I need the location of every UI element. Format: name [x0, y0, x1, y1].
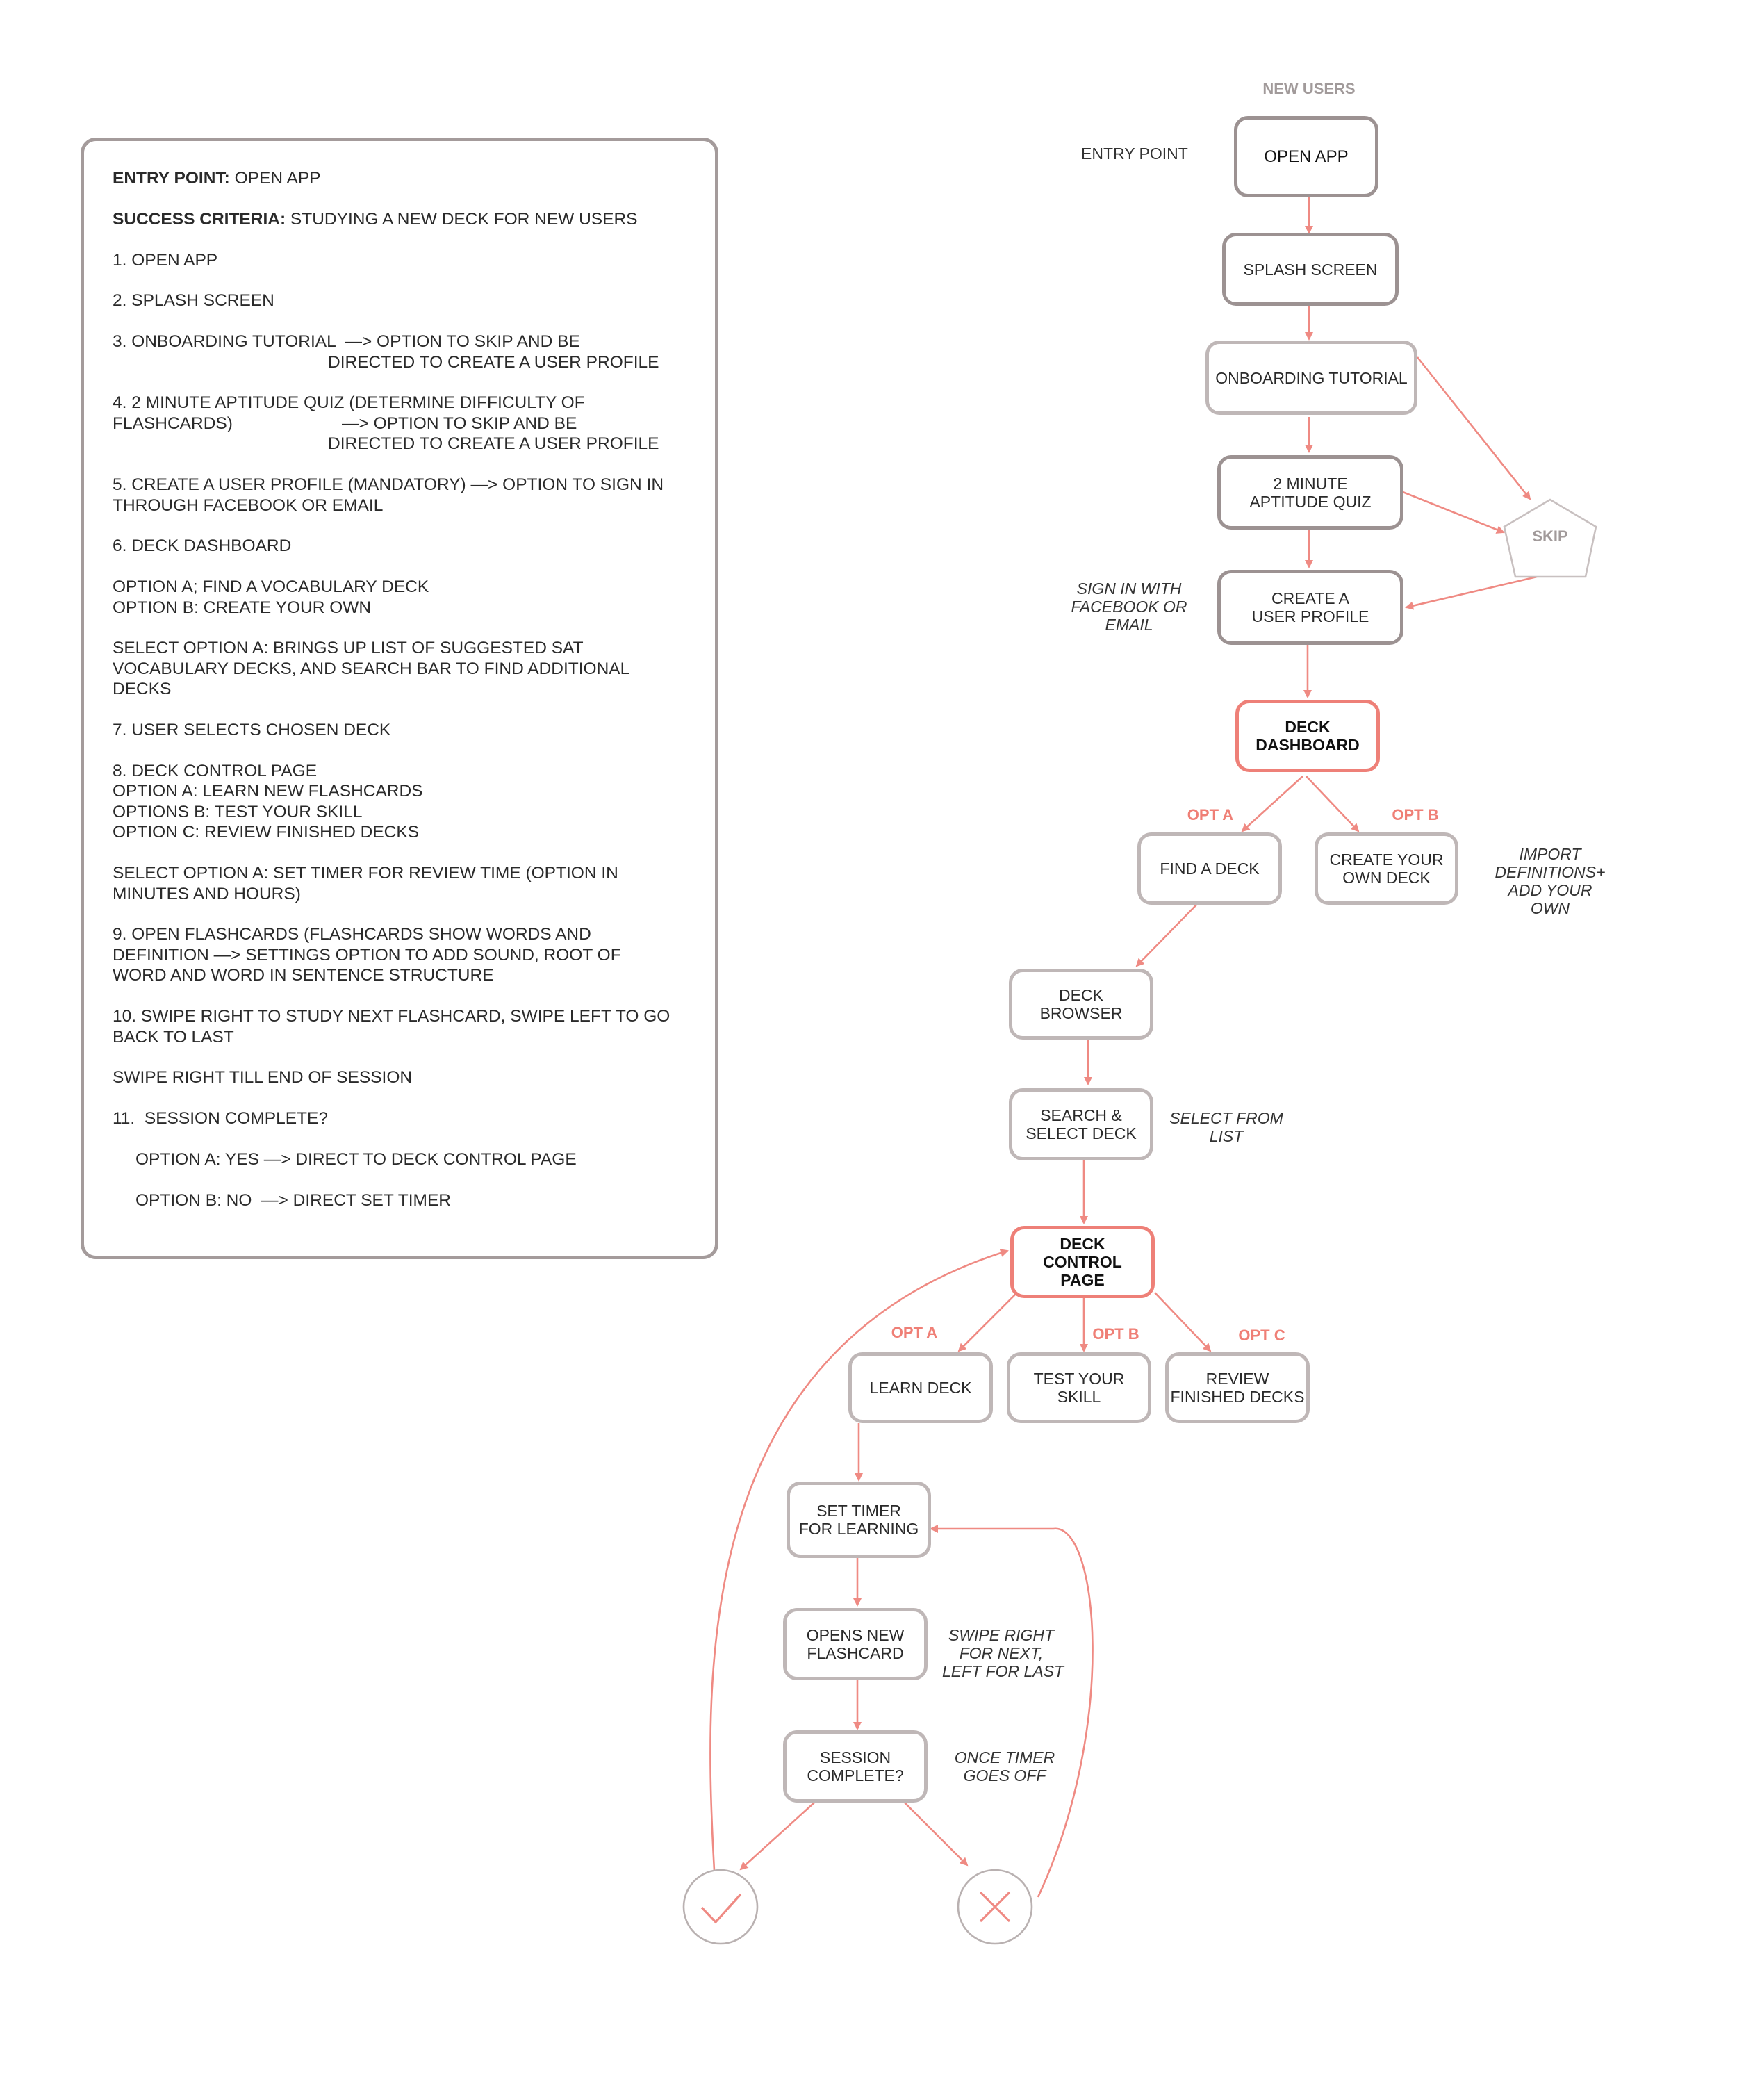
open-app-node: OPEN APP — [1234, 116, 1378, 197]
skip-pentagon — [1503, 498, 1597, 578]
step-9-line2: DEFINITION —> SETTINGS OPTION TO ADD SOU… — [113, 946, 621, 965]
step-3: 3. ONBOARDING TUTORIAL —> OPTION TO SKIP… — [113, 332, 580, 351]
yes-circle — [682, 1869, 759, 1945]
arrow-session-to-yes — [739, 1802, 815, 1871]
step-8: 8. DECK CONTROL PAGE — [113, 762, 318, 780]
arrow-dashboard-to-find — [1241, 776, 1303, 832]
entry-point-line: ENTRY POINT: OPEN APP — [113, 168, 321, 189]
aptitude-quiz-node: 2 MINUTE APTITUDE QUIZ — [1217, 455, 1403, 530]
step-9-line3: WORD AND WORD IN SENTENCE STRUCTURE — [113, 966, 494, 985]
create-deck-node: CREATE YOUR OWN DECK — [1315, 832, 1458, 905]
step-1: 1. OPEN APP — [113, 251, 218, 270]
option-b-line: OPTION B: CREATE YOUR OWN — [113, 598, 372, 617]
success-criteria-line: SUCCESS CRITERIA: STUDYING A NEW DECK FO… — [113, 209, 638, 230]
step-11-option-a: OPTION A: YES —> DIRECT TO DECK CONTROL … — [135, 1150, 577, 1169]
deck-dashboard-node: DECK DASHBOARD — [1235, 700, 1380, 772]
arrow-control-to-review — [1154, 1292, 1212, 1352]
session-complete-node: SESSION COMPLETE? — [783, 1730, 928, 1803]
find-deck-node: FIND A DECK — [1137, 832, 1282, 905]
step-4-cont: DIRECTED TO CREATE A USER PROFILE — [328, 434, 659, 453]
select-a-line2: VOCABULARY DECKS, AND SEARCH BAR TO FIND… — [113, 659, 630, 678]
search-select-node: SEARCH & SELECT DECK — [1009, 1088, 1153, 1160]
arrow-skip-to-profile — [1405, 575, 1538, 610]
step-3-cont: DIRECTED TO CREATE A USER PROFILE — [328, 353, 659, 372]
opt-b-dashboard-label: OPT B — [1392, 806, 1439, 823]
x-mark-icon — [979, 1891, 1011, 1923]
signin-note: SIGN IN WITH FACEBOOK OR EMAIL — [1071, 580, 1187, 634]
success-value: STUDYING A NEW DECK FOR NEW USERS — [286, 210, 638, 229]
select-a-line3: DECKS — [113, 680, 172, 698]
splash-screen-node: SPLASH SCREEN — [1222, 233, 1399, 306]
step-7: 7. USER SELECTS CHOSEN DECK — [113, 721, 391, 739]
opt-b-control-label: OPT B — [1092, 1325, 1139, 1343]
swipe-note: SWIPE RIGHT FOR NEXT, LEFT FOR LAST — [942, 1626, 1064, 1680]
entry-point-label: ENTRY POINT — [1081, 145, 1188, 163]
step-8-option-c: OPTION C: REVIEW FINISHED DECKS — [113, 823, 420, 842]
onboarding-node: ONBOARDING TUTORIAL — [1205, 341, 1417, 415]
flashcard-node: OPENS NEW FLASHCARD — [783, 1608, 928, 1680]
new-users-header: NEW USERS — [1262, 80, 1356, 97]
skip-label: SKIP — [1532, 527, 1568, 545]
arrow-onboarding-to-skip — [1416, 356, 1531, 500]
step-8-option-a: OPTION A: LEARN NEW FLASHCARDS — [113, 782, 423, 801]
timer-line2: MINUTES AND HOURS) — [113, 885, 301, 903]
step-9: 9. OPEN FLASHCARDS (FLASHCARDS SHOW WORD… — [113, 925, 591, 944]
steps-panel — [81, 138, 718, 1259]
review-decks-node: REVIEW FINISHED DECKS — [1165, 1352, 1310, 1423]
arrow-dashboard-to-create — [1306, 776, 1360, 832]
step-4: 4. 2 MINUTE APTITUDE QUIZ (DETERMINE DIF… — [113, 393, 585, 412]
timer-line1: SELECT OPTION A: SET TIMER FOR REVIEW TI… — [113, 864, 618, 883]
arrow-find-to-browser — [1135, 904, 1197, 967]
arrow-session-to-no — [904, 1802, 969, 1867]
deck-browser-node: DECK BROWSER — [1009, 969, 1153, 1040]
import-note: IMPORT DEFINITIONS+ ADD YOUR OWN — [1495, 845, 1606, 917]
step-8-option-b: OPTIONS B: TEST YOUR SKILL — [113, 803, 363, 821]
learn-deck-node: LEARN DECK — [848, 1352, 993, 1423]
arrow-quiz-to-skip — [1402, 491, 1505, 534]
step-6: 6. DECK DASHBOARD — [113, 536, 292, 555]
opt-c-control-label: OPT C — [1238, 1327, 1285, 1344]
swipe-line: SWIPE RIGHT TILL END OF SESSION — [113, 1068, 413, 1087]
deck-control-node: DECK CONTROL PAGE — [1010, 1226, 1155, 1298]
step-11: 11. SESSION COMPLETE? — [113, 1109, 328, 1128]
step-4-line2: FLASHCARDS) — [113, 414, 233, 433]
user-profile-node: CREATE A USER PROFILE — [1217, 570, 1403, 645]
step-10: 10. SWIPE RIGHT TO STUDY NEXT FLASHCARD,… — [113, 1007, 670, 1026]
step-4-skip: —> OPTION TO SKIP AND BE — [342, 414, 577, 433]
timer-note: ONCE TIMER GOES OFF — [954, 1748, 1055, 1785]
entry-label: ENTRY POINT: — [113, 169, 230, 188]
step-10-cont: BACK TO LAST — [113, 1028, 234, 1047]
loop-yes-to-control — [709, 1249, 1009, 1871]
success-label: SUCCESS CRITERIA: — [113, 210, 286, 229]
option-a-line: OPTION A; FIND A VOCABULARY DECK — [113, 577, 429, 596]
select-a-line1: SELECT OPTION A: BRINGS UP LIST OF SUGGE… — [113, 639, 584, 657]
opt-a-control-label: OPT A — [891, 1324, 938, 1341]
loop-no-to-timer — [930, 1525, 1094, 1898]
check-mark-icon — [700, 1893, 742, 1924]
test-skill-node: TEST YOUR SKILL — [1007, 1352, 1151, 1423]
arrow-control-to-learn — [957, 1293, 1016, 1352]
step-5-cont: THROUGH FACEBOOK OR EMAIL — [113, 496, 384, 515]
step-11-option-b: OPTION B: NO —> DIRECT SET TIMER — [135, 1191, 452, 1210]
set-timer-node: SET TIMER FOR LEARNING — [787, 1482, 931, 1558]
opt-a-dashboard-label: OPT A — [1187, 806, 1234, 823]
step-5: 5. CREATE A USER PROFILE (MANDATORY) —> … — [113, 475, 664, 494]
select-note: SELECT FROM LIST — [1169, 1109, 1283, 1145]
entry-value: OPEN APP — [229, 169, 321, 188]
step-2: 2. SPLASH SCREEN — [113, 291, 274, 310]
